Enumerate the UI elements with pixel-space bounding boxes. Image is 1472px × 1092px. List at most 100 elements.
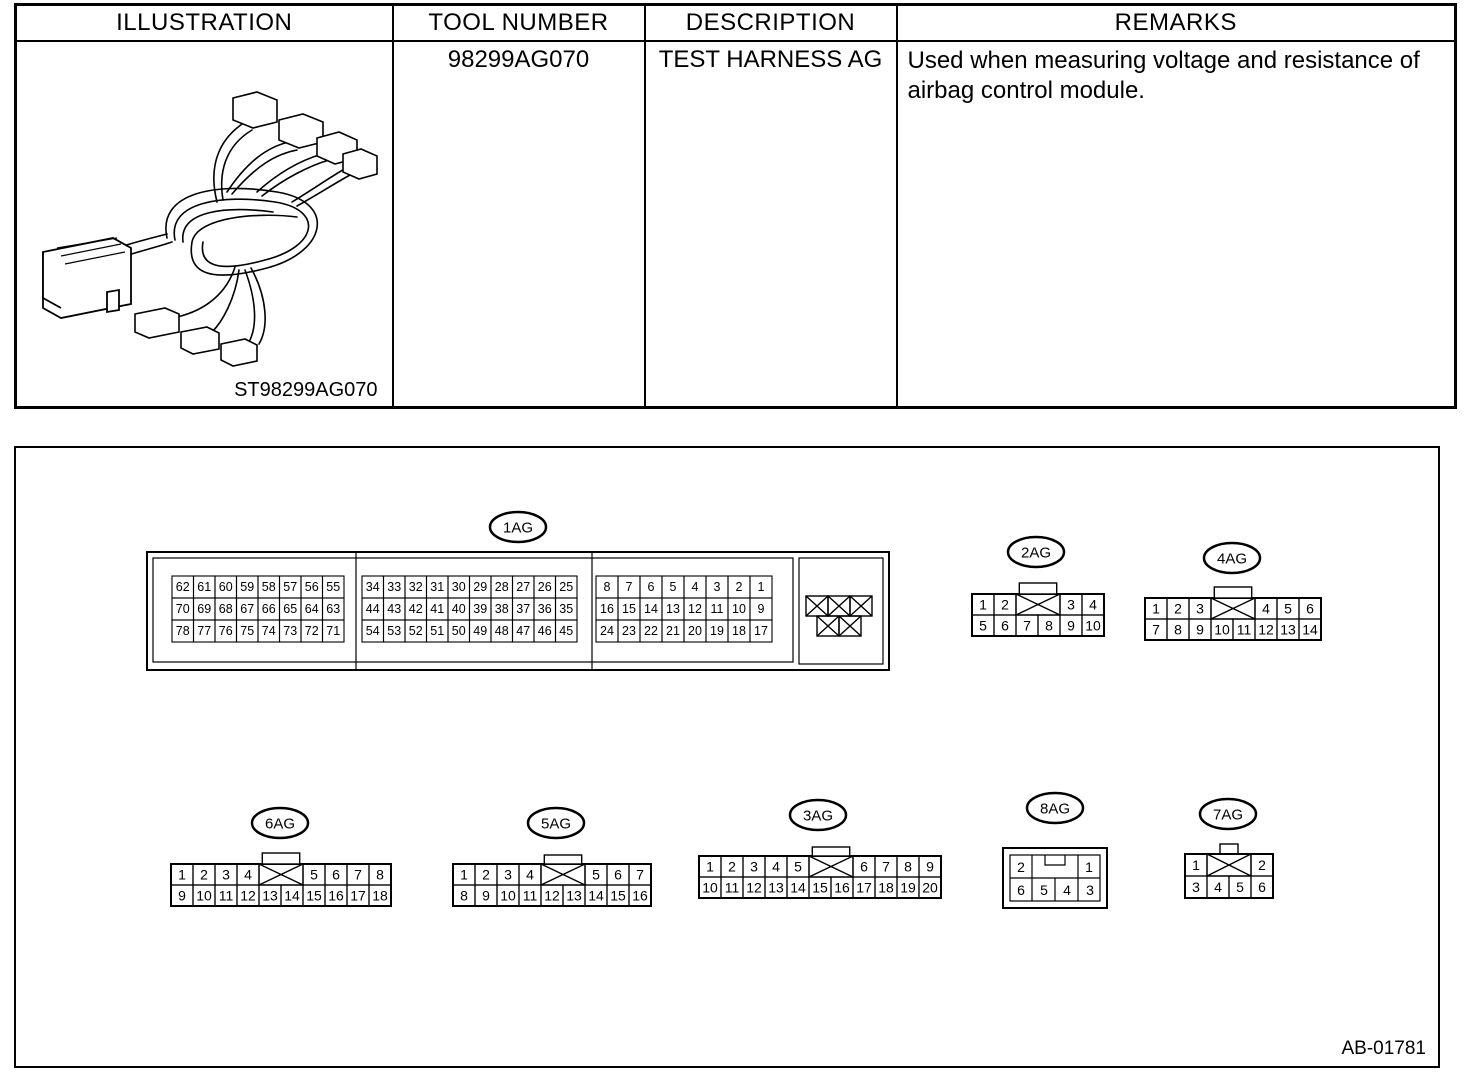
blank-cavity-cross [1015, 593, 1061, 616]
pin-number: 13 [566, 888, 582, 904]
pin-number: 25 [559, 580, 573, 594]
connector-label: 7AG [1213, 807, 1243, 824]
pin-number: 36 [538, 602, 552, 616]
pin-number: 13 [1280, 622, 1296, 638]
pin-number: 2 [200, 867, 208, 883]
figure-code: AB-01781 [1341, 1038, 1426, 1059]
pin-number: 17 [856, 880, 872, 896]
pin-number: 11 [523, 888, 538, 904]
pin-number: 1 [758, 580, 765, 594]
pin-number: 7 [626, 580, 633, 594]
pin-number: 74 [262, 624, 276, 638]
pin-number: 11 [725, 880, 740, 896]
remarks-cell: Used when measuring voltage and resistan… [895, 40, 1457, 409]
illustration-code: ST98299AG070 [234, 379, 378, 401]
pin-number: 43 [387, 602, 401, 616]
pin-number: 7 [1023, 618, 1031, 634]
pin-number: 55 [326, 580, 340, 594]
header-remarks: REMARKS [895, 3, 1457, 42]
pin-number: 4 [1214, 879, 1222, 895]
pin-number: 6 [614, 867, 622, 883]
description-cell: TEST HARNESS AG [643, 40, 898, 409]
connector-lock [1018, 582, 1058, 595]
connector-label: 3AG [803, 808, 833, 825]
pin-number: 4 [692, 580, 699, 594]
pin-number: 9 [178, 888, 186, 904]
pin-number: 27 [516, 580, 530, 594]
test-harness-illustration [42, 91, 378, 367]
pin-number: 54 [366, 624, 380, 638]
pin-cell [628, 884, 652, 907]
pin-number: 4 [1262, 601, 1270, 617]
pin-number: 18 [732, 624, 746, 638]
pin-number: 8 [1045, 618, 1053, 634]
pin-number: 67 [240, 602, 254, 616]
pin-number: 1 [1192, 857, 1200, 873]
pin-number: 50 [452, 624, 466, 638]
pin-cell [918, 876, 942, 899]
pin-number: 70 [176, 602, 190, 616]
pin-number: 26 [538, 580, 552, 594]
pin-number: 7 [1152, 622, 1160, 638]
pin-number: 16 [834, 880, 850, 896]
pin-number: 35 [559, 602, 573, 616]
pin-number: 63 [326, 602, 340, 616]
header-illustration: ILLUSTRATION [14, 3, 394, 42]
blank-cavity [838, 615, 862, 637]
pin-number: 9 [1067, 618, 1075, 634]
pin-number: 6 [860, 859, 868, 875]
blank-cavity-cross [540, 863, 586, 886]
pin-number: 15 [812, 880, 828, 896]
pin-number: 38 [495, 602, 509, 616]
pin-number: 16 [328, 888, 344, 904]
pin-number: 11 [711, 602, 724, 616]
pin-number: 10 [1085, 618, 1101, 634]
header-tool-number: TOOL NUMBER [391, 3, 646, 42]
pin-number: 31 [430, 580, 444, 594]
pin-number: 41 [430, 602, 444, 616]
connector-label-oval [1202, 541, 1262, 575]
connector-lock [1213, 586, 1253, 599]
connector-label-oval [526, 806, 586, 840]
pin-number: 44 [366, 602, 380, 616]
pin-number: 47 [516, 624, 530, 638]
pin-number: 42 [409, 602, 423, 616]
pin-number: 9 [1196, 622, 1204, 638]
pin-number: 75 [240, 624, 254, 638]
pin-cell [554, 619, 578, 643]
pin-number: 15 [622, 602, 636, 616]
pin-number: 3 [1192, 879, 1200, 895]
pin-number: 5 [1236, 879, 1244, 895]
pin-number: 45 [559, 624, 573, 638]
pin-number: 3 [1067, 597, 1075, 613]
pin-number: 60 [219, 580, 233, 594]
pin-number: 14 [1302, 622, 1318, 638]
connector-label: 8AG [1040, 801, 1070, 818]
pin-number: 10 [196, 888, 212, 904]
pin-number: 18 [878, 880, 894, 896]
pin-number: 9 [926, 859, 934, 875]
pin-number: 4 [772, 859, 780, 875]
blank-cavity-cross [808, 855, 854, 878]
pin-number: 64 [305, 602, 319, 616]
pin-number: 1 [178, 867, 186, 883]
pin-number: 2 [1017, 859, 1025, 875]
pin-cell [1298, 618, 1322, 641]
pin-number: 23 [622, 624, 636, 638]
pin-number: 57 [283, 580, 297, 594]
pin-number: 3 [750, 859, 758, 875]
pin-number: 5 [794, 859, 802, 875]
table-header-row: ILLUSTRATION TOOL NUMBER DESCRIPTION REM… [14, 3, 1457, 42]
pin-number: 19 [710, 624, 724, 638]
pin-number: 16 [600, 602, 614, 616]
pin-number: 5 [310, 867, 318, 883]
connector-label: 1AG [503, 520, 533, 537]
pin-number: 14 [284, 888, 300, 904]
pin-number: 9 [758, 602, 765, 616]
pin-number: 3 [504, 867, 512, 883]
pin-number: 48 [495, 624, 509, 638]
pin-number: 5 [979, 618, 987, 634]
pin-number: 16 [632, 888, 648, 904]
